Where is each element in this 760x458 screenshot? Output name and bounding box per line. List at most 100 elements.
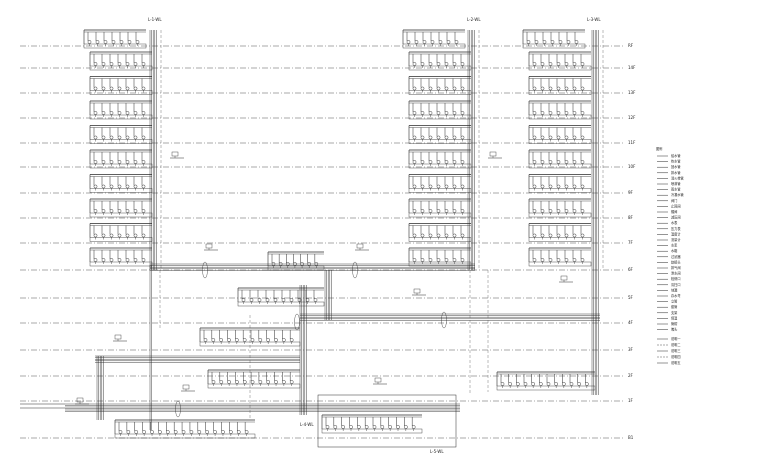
branch-base [528,114,592,120]
floor-level-label: 12F [628,115,636,120]
fixture-trap [428,258,433,262]
floor-level-label: 7F [628,240,634,245]
branch-base [267,265,325,271]
fixture-trap [93,209,98,213]
fixture-trap [142,430,146,434]
fixture-trap [249,298,254,302]
fixture-trap [460,184,465,189]
fixture-trap [564,86,569,91]
fixture-trap [452,184,457,189]
fixture-trap [109,209,114,213]
fixture-trap [444,86,449,91]
fixture-trap [550,40,555,44]
fixture-trap [585,382,589,386]
fixture-trap [556,258,561,262]
fixture-trap [436,258,441,262]
valve-tag [171,151,179,157]
fixture-trap [420,135,425,140]
fixture-trap [548,258,553,262]
legend-item: 温度计 [671,231,681,236]
fixture-trap [444,233,449,238]
fixture-trap [133,111,138,115]
fixture-branch [83,29,147,49]
fixture-trap [109,111,114,115]
branch-base [321,428,423,434]
fixture-trap [428,160,433,164]
fixture-trap [101,160,106,164]
fixture-trap [436,86,441,91]
fixture-trap [274,380,278,384]
fixture-trap [158,430,162,434]
fixture-trap [444,160,449,164]
fixture-branch [528,174,592,193]
branch-base [528,261,592,267]
fixture-trap [117,160,122,164]
stack-label: L-3-WL [587,17,601,22]
fixture-trap [125,233,130,238]
legend-item: 流量计 [671,237,681,242]
branch-base [89,237,153,242]
fixture-trap [93,62,98,66]
valve-tag [374,377,382,383]
fixture-trap [117,233,122,238]
fixture-trap [266,338,270,342]
fixture-trap [436,111,441,115]
fixture-trap [548,62,553,66]
fixture-trap [526,40,531,44]
fixture-trap [203,338,208,342]
fixture-trap [556,160,561,164]
floor-level-label: 6F [628,267,634,272]
fixture-trap [572,258,577,262]
branch-base [207,383,301,389]
fixture-trap [235,380,239,384]
fixture-trap [101,209,106,213]
fixture-trap [540,233,545,238]
fixture-trap [95,40,100,44]
fixture-trap [93,111,98,115]
fixture-branch [408,149,472,169]
fixture-trap [125,160,130,164]
fixture-trap [101,258,106,262]
fixture-trap [313,298,318,302]
fixture-trap [572,209,577,213]
fixture-trap [460,86,465,91]
fixture-trap [133,86,138,91]
fixture-trap [556,86,561,91]
branch-base [528,212,592,218]
fixture-trap [428,111,433,115]
fixture-trap [436,233,441,238]
fixture-branch [496,371,596,391]
fixture-trap [364,425,369,429]
fixture-trap [566,40,571,44]
fixture-trap [422,40,427,44]
fixture-trap [556,135,561,140]
fixture-trap [103,40,108,44]
fixture-trap [117,258,122,262]
fixture-branch [207,369,301,389]
floor-level-label: 4F [628,320,634,325]
fixture-trap [508,382,512,386]
fixture-trap [540,111,545,115]
fixture-trap [257,298,262,302]
fixture-trap [564,233,569,238]
legend-item: 立管 [671,299,677,304]
fixture-branch [528,198,592,218]
fixture-trap [452,160,457,164]
fixture-trap [452,209,457,213]
branch-base [528,188,592,193]
fixture-branch [528,247,592,267]
branch-base [89,90,153,95]
fixture-trap [412,233,417,238]
fixture-trap [87,40,92,44]
fixture-trap [572,160,577,164]
branch-base [408,212,472,218]
branch-base [408,90,472,95]
fixture-branch [89,125,153,144]
floor-level-label: RF [628,43,634,48]
branch-base [408,188,472,193]
fixture-trap [580,135,585,140]
fixture-trap [564,62,569,66]
fixture-trap [556,184,561,189]
